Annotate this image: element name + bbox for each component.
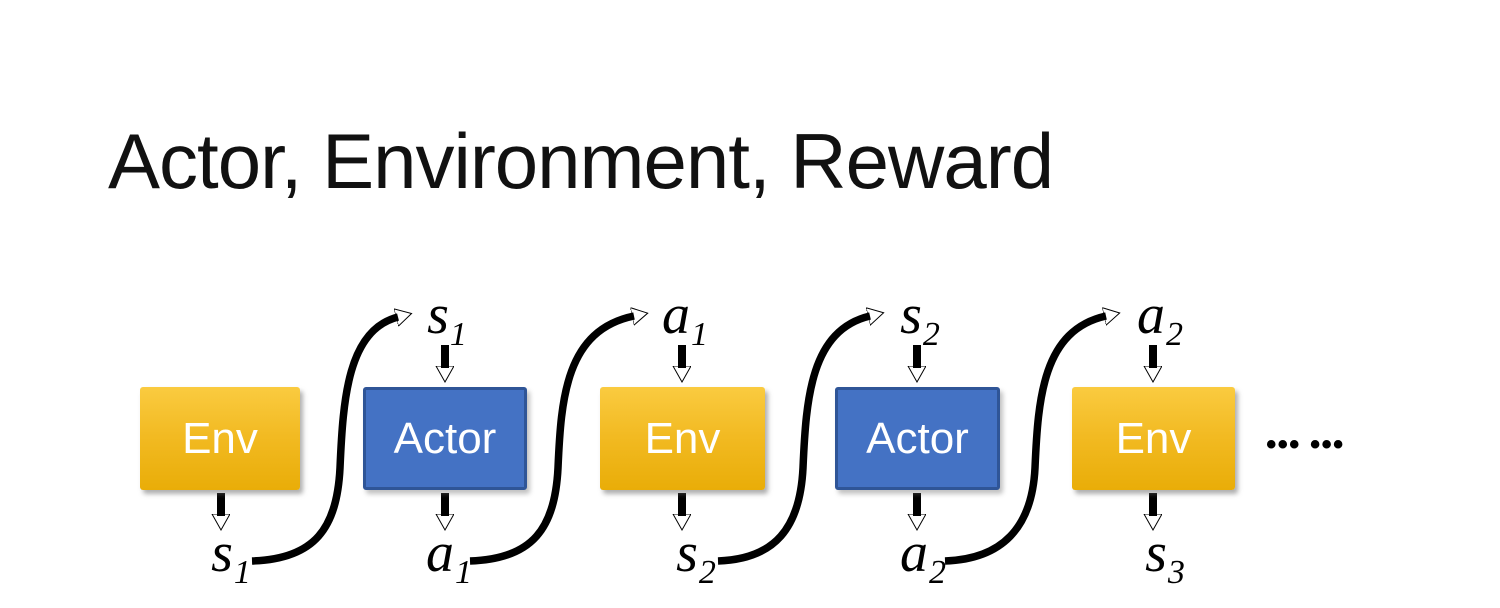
bottom-label-s3: s3 xyxy=(1145,522,1185,592)
box-env-1: Env xyxy=(140,387,300,490)
box-label: Env xyxy=(182,413,258,463)
box-label: Actor xyxy=(393,413,497,463)
box-actor-1: Actor xyxy=(363,387,527,490)
box-actor-2: Actor xyxy=(835,387,1000,490)
box-env-2: Env xyxy=(600,387,765,490)
top-label-s1: s1 xyxy=(427,284,467,354)
bottom-label-a2: a2 xyxy=(900,522,946,592)
top-label-a1: a1 xyxy=(662,284,708,354)
box-label: Env xyxy=(644,413,721,463)
top-label-a2: a2 xyxy=(1137,284,1183,354)
top-label-s2: s2 xyxy=(900,284,940,354)
bottom-label-s2: s2 xyxy=(676,522,716,592)
box-label: Actor xyxy=(866,413,969,463)
box-env-3: Env xyxy=(1072,387,1235,490)
continuation-ellipsis: ••• ••• xyxy=(1266,428,1345,461)
box-label: Env xyxy=(1115,413,1192,463)
bottom-label-s1: s1 xyxy=(211,522,251,592)
page-title: Actor, Environment, Reward xyxy=(108,117,1054,205)
bottom-label-a1: a1 xyxy=(426,522,472,592)
